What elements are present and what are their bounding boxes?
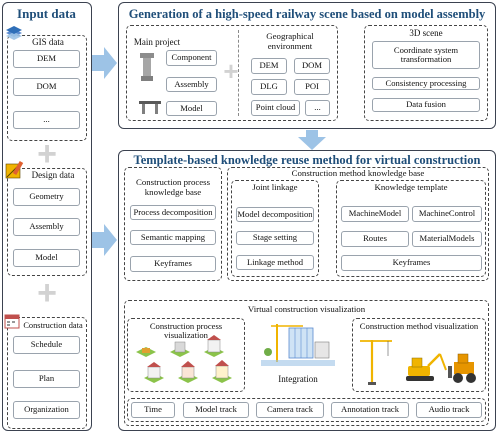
geo-item-poi: POI: [294, 79, 330, 95]
knowledge-reuse-panel: Template-based knowledge reuse method fo…: [118, 150, 496, 431]
scene-generation-title: Generation of a high-speed railway scene…: [128, 7, 486, 21]
track-annotation: Annotation track: [331, 402, 409, 418]
layers-icon: [6, 26, 22, 40]
stage-6-icon: [212, 360, 232, 383]
joint-linkage-label: Joint linkage: [252, 182, 298, 192]
construction-data-group: [7, 317, 87, 429]
template-routes: Routes: [341, 231, 409, 247]
bridge-parts-icon: [139, 53, 161, 114]
design-item-model: Model: [13, 249, 80, 267]
calendar-icon: [4, 314, 20, 329]
input-data-panel: Input data: [2, 2, 92, 431]
template-machine-control: MachineControl: [412, 206, 482, 222]
stage-4-icon: [144, 362, 164, 383]
main-project-label: Main project: [133, 37, 181, 47]
stage-3-icon: [204, 335, 224, 357]
construction-item-plan: Plan: [13, 370, 80, 388]
joint-step-stage-setting: Stage setting: [236, 231, 314, 245]
scene-step-consistency: Consistency processing: [372, 77, 480, 90]
gis-item-dom: DOM: [13, 78, 80, 96]
design-item-assembly: Assembly: [13, 218, 80, 236]
input-to-bottom-arrow: [92, 224, 117, 256]
track-time: Time: [131, 402, 175, 418]
virtual-viz-label: Virtual construction visualization: [247, 304, 366, 314]
construction-data-label: Construction data: [23, 321, 83, 330]
template-material-models: MaterialModels: [412, 231, 482, 247]
construction-item-organization: Organization: [13, 401, 80, 419]
knowledge-template-label: Knowledge template: [374, 182, 448, 192]
stage-2-icon: [170, 341, 190, 357]
main-project-assembly: Assembly: [166, 77, 217, 92]
method-kb-label: Construction method knowledge base: [291, 168, 425, 178]
assembly-divider: [238, 30, 239, 116]
track-camera: Camera track: [256, 402, 324, 418]
stage-1-icon: [136, 347, 156, 357]
excavator-icon: [406, 353, 447, 381]
top-to-bottom-arrow: [298, 130, 326, 150]
joint-step-linkage-method: Linkage method: [236, 255, 314, 270]
construction-machinery-illustration: [360, 340, 476, 385]
process-step-decomposition: Process decomposition: [130, 205, 216, 220]
design-data-label: Design data: [31, 170, 75, 180]
process-kb-label: Construction process knowledge base: [135, 177, 211, 197]
scene-step-coordinate: Coordinate system transformation: [372, 41, 480, 69]
design-data-group: [7, 168, 87, 276]
construction-item-schedule: Schedule: [13, 336, 80, 354]
knowledge-reuse-title: Template-based knowledge reuse method fo…: [133, 153, 481, 167]
ruler-pencil-icon: [5, 160, 24, 179]
method-viz-group: [352, 318, 486, 392]
scene-3d-group: [364, 25, 488, 121]
plus-icon: +: [37, 135, 57, 173]
gis-item-dem: DEM: [13, 50, 80, 68]
integration-illustration: [261, 324, 335, 366]
scene-step-data-fusion: Data fusion: [372, 98, 480, 112]
virtual-viz-group: [124, 300, 489, 426]
gis-item-more: ...: [13, 111, 80, 129]
integration-label: Integration: [278, 374, 318, 384]
main-project-model: Model: [166, 101, 217, 116]
geo-item-dom: DOM: [294, 58, 330, 74]
plus-icon: +: [37, 274, 57, 312]
main-project-component: Component: [166, 50, 217, 66]
track-model: Model track: [183, 402, 249, 418]
input-to-top-arrow: [92, 47, 117, 79]
process-viz-group: [127, 318, 245, 392]
track-audio: Audio track: [416, 402, 482, 418]
scene-3d-label: 3D scene: [409, 28, 443, 38]
stage-5-icon: [178, 361, 198, 383]
joint-linkage-group: [231, 180, 319, 277]
geo-env-label: Geographical environment: [266, 31, 314, 51]
tower-crane-icon: [360, 340, 392, 385]
template-keyframes: Keyframes: [341, 255, 482, 271]
gis-data-label: GIS data: [32, 37, 64, 47]
method-viz-label: Construction method visualization: [359, 321, 479, 331]
process-step-semantic-mapping: Semantic mapping: [130, 230, 216, 245]
method-kb-group: [227, 167, 489, 281]
knowledge-template-group: [336, 180, 486, 277]
process-kb-group: [124, 167, 222, 281]
bulldozer-icon: [448, 353, 476, 383]
geo-item-more: ...: [305, 100, 330, 116]
assembly-group: [126, 25, 338, 121]
geo-item-dlg: DLG: [251, 79, 287, 95]
plus-icon: +: [223, 56, 239, 86]
input-data-title: Input data: [17, 6, 76, 21]
process-step-keyframes: Keyframes: [130, 256, 216, 272]
gis-data-group: [7, 35, 87, 141]
geo-item-point-cloud: Point cloud: [251, 100, 300, 116]
process-viz-label: Construction process visualization: [149, 321, 223, 341]
joint-step-model-decomposition: Model decomposition: [236, 207, 314, 222]
template-machine-model: MachineModel: [341, 206, 409, 222]
tracks-group: [127, 398, 486, 422]
geo-item-dem: DEM: [251, 58, 287, 74]
construction-stages-illustration: [136, 335, 232, 383]
design-item-geometry: Geometry: [13, 188, 80, 206]
